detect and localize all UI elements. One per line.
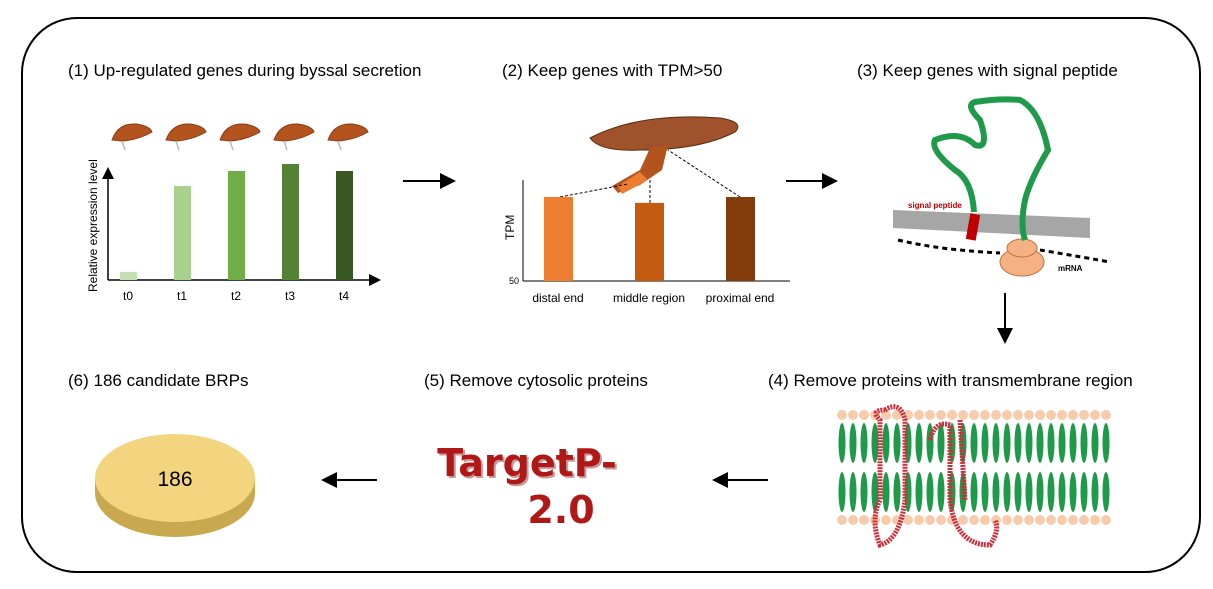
tick-label: middle region — [613, 291, 685, 305]
bar-t1 — [174, 186, 191, 280]
tick-label: t2 — [231, 289, 241, 303]
step-3-title: (3) Keep genes with signal peptide — [857, 61, 1118, 80]
step-1-title: (1) Up-regulated genes during byssal sec… — [68, 61, 421, 80]
candidate-count: 186 — [157, 468, 192, 491]
signal-peptide-label: signal peptide — [908, 201, 962, 210]
byssus-illustration — [559, 116, 741, 203]
tpm-tick: 50 — [509, 276, 519, 286]
tick-label: t1 — [177, 289, 187, 303]
membrane-illustration — [837, 404, 1111, 548]
tick-label: t3 — [285, 289, 295, 303]
tick-label: distal end — [532, 291, 583, 305]
step-5-title: (5) Remove cytosolic proteins — [424, 371, 648, 390]
transmembrane-protein — [872, 404, 1000, 548]
bar-distal-end — [544, 197, 573, 281]
step-2-title: (2) Keep genes with TPM>50 — [502, 61, 722, 80]
mrna-label: mRNA — [1058, 264, 1083, 273]
signal-peptide-illustration: signal peptide mRNA — [893, 96, 1111, 277]
expression-chart: Relative expression level t0 t1 t2 t3 t4 — [86, 159, 381, 303]
targetp-logo: TargetP- TargetP- 2.0 — [437, 441, 619, 532]
tick-label: proximal end — [706, 291, 775, 305]
bar-middle-region — [635, 202, 664, 281]
tick-label: t4 — [339, 289, 349, 303]
mussel-icon — [273, 123, 315, 142]
bar-t2 — [228, 170, 245, 280]
logo-line-1: TargetP- — [437, 441, 617, 485]
mussel-icons — [111, 123, 369, 151]
logo-line-2: 2.0 — [527, 488, 594, 532]
tpm-axis-label: TPM — [503, 215, 517, 240]
bar-t0 — [120, 271, 137, 280]
bar-proximal-end — [726, 197, 755, 281]
tick-label: t0 — [123, 289, 133, 303]
step-4-title: (4) Remove proteins with transmembrane r… — [768, 371, 1133, 390]
svg-text:TargetP-: TargetP- — [439, 443, 619, 487]
bar-t4 — [336, 170, 353, 280]
mussel-icon — [111, 123, 153, 142]
step-6-title: (6) 186 candidate BRPs — [68, 371, 249, 390]
tpm-chart: TPM 50 distal end middle region proximal e… — [503, 180, 790, 305]
mussel-icon — [165, 123, 207, 142]
candidate-disk: 186 — [95, 434, 255, 537]
mussel-icon — [219, 123, 261, 142]
bar-t3 — [282, 164, 299, 280]
y-axis-label: Relative expression level — [86, 159, 100, 292]
mussel-icon — [327, 123, 369, 142]
